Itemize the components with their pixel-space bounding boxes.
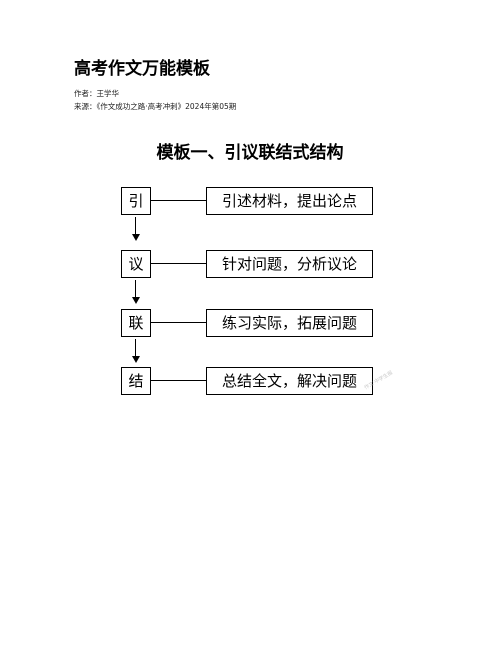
arrow-head [132,297,140,304]
step-box-yin: 引 [121,187,151,215]
step-box-jie: 结 [121,367,151,395]
page-title: 高考作文万能模板 [74,59,210,79]
desc-box-yin: 引述材料，提出论点 [206,187,373,215]
desc-box-jie: 总结全文，解决问题 [206,367,373,395]
down-arrow [135,339,136,357]
connector-line [151,263,206,264]
desc-box-yi: 针对问题，分析议论 [206,250,373,278]
connector-line [151,380,206,381]
arrow-head [132,356,140,363]
step-box-lian: 联 [121,309,151,337]
down-arrow [135,217,136,235]
source-line: 来源：《作文成功之路·高考冲刺》2024年第05期 [74,102,237,111]
author-line: 作者：王学华 [74,89,119,98]
arrow-head [132,234,140,241]
diagram-title: 模板一、引议联结式结构 [156,143,344,163]
structure-diagram: 模板一、引议联结式结构 引 引述材料，提出论点 议 针对问题，分析议论 联 练习… [115,133,394,403]
down-arrow [135,280,136,298]
connector-line [151,322,206,323]
connector-line [151,200,206,201]
desc-box-lian: 练习实际，拓展问题 [206,309,373,337]
step-box-yi: 议 [121,250,151,278]
